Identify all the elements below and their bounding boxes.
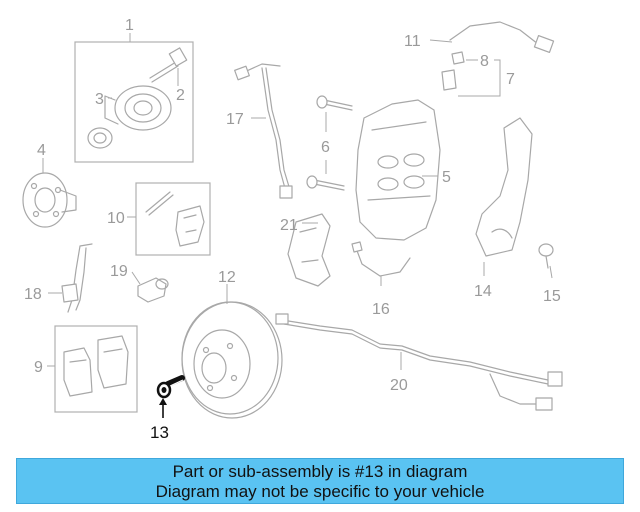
part-13-bolt (156, 375, 185, 418)
part-5-brake-caliper (355, 99, 441, 241)
part-11-wear-sensor (429, 21, 555, 53)
part-10-pad-hardware-group (127, 182, 211, 256)
callout-9: 9 (34, 359, 43, 376)
callout-18: 18 (24, 286, 42, 303)
part-6-caliper-bolts (306, 95, 353, 191)
part-19-speed-sensor (131, 271, 169, 303)
callout-21: 21 (280, 217, 298, 234)
callout-19: 19 (110, 263, 128, 280)
part-8-7-sensor-clips (441, 51, 501, 97)
callout-8: 8 (480, 53, 489, 70)
callout-13: 13 (150, 423, 169, 442)
callout-17: 17 (226, 111, 244, 128)
callout-15: 15 (543, 288, 561, 305)
callout-4: 4 (37, 142, 46, 159)
part-15-shield-bolt (538, 243, 554, 279)
callout-6: 6 (321, 139, 330, 156)
callout-labels: 1 2 3 4 5 6 7 8 9 10 11 12 13 14 15 16 1… (24, 17, 561, 442)
callout-1: 1 (125, 17, 134, 34)
part-1-hub-bearing-group (74, 33, 194, 163)
part-9-brake-pads-group (47, 325, 138, 413)
parts-diagram: 1 2 3 4 5 6 7 8 9 10 11 12 13 14 15 16 1… (22, 17, 563, 442)
callout-14: 14 (474, 283, 492, 300)
callout-2: 2 (176, 87, 185, 104)
callout-3: 3 (95, 91, 104, 108)
callout-7: 7 (506, 71, 515, 88)
callout-20: 20 (390, 377, 408, 394)
part-18-brake-line-bracket (48, 243, 93, 313)
callout-11: 11 (404, 33, 421, 50)
info-banner: Part or sub-assembly is #13 in diagram D… (16, 458, 624, 504)
callout-5: 5 (442, 169, 451, 186)
callout-12: 12 (218, 269, 236, 286)
part-4-wheel-hub (22, 158, 77, 228)
banner-disclaimer: Diagram may not be specific to your vehi… (155, 482, 485, 501)
banner-part-notice: Part or sub-assembly is #13 in diagram (172, 462, 468, 481)
callout-16: 16 (372, 301, 390, 318)
part-17-brake-hose (234, 63, 293, 199)
part-16-sensor-wire (351, 241, 411, 286)
part-12-brake-rotor (181, 284, 283, 419)
part-20-sensor-cable (275, 313, 563, 411)
part-14-splash-shield (475, 117, 533, 276)
callout-10: 10 (107, 210, 125, 227)
part-21-mounting-bracket (287, 213, 331, 287)
